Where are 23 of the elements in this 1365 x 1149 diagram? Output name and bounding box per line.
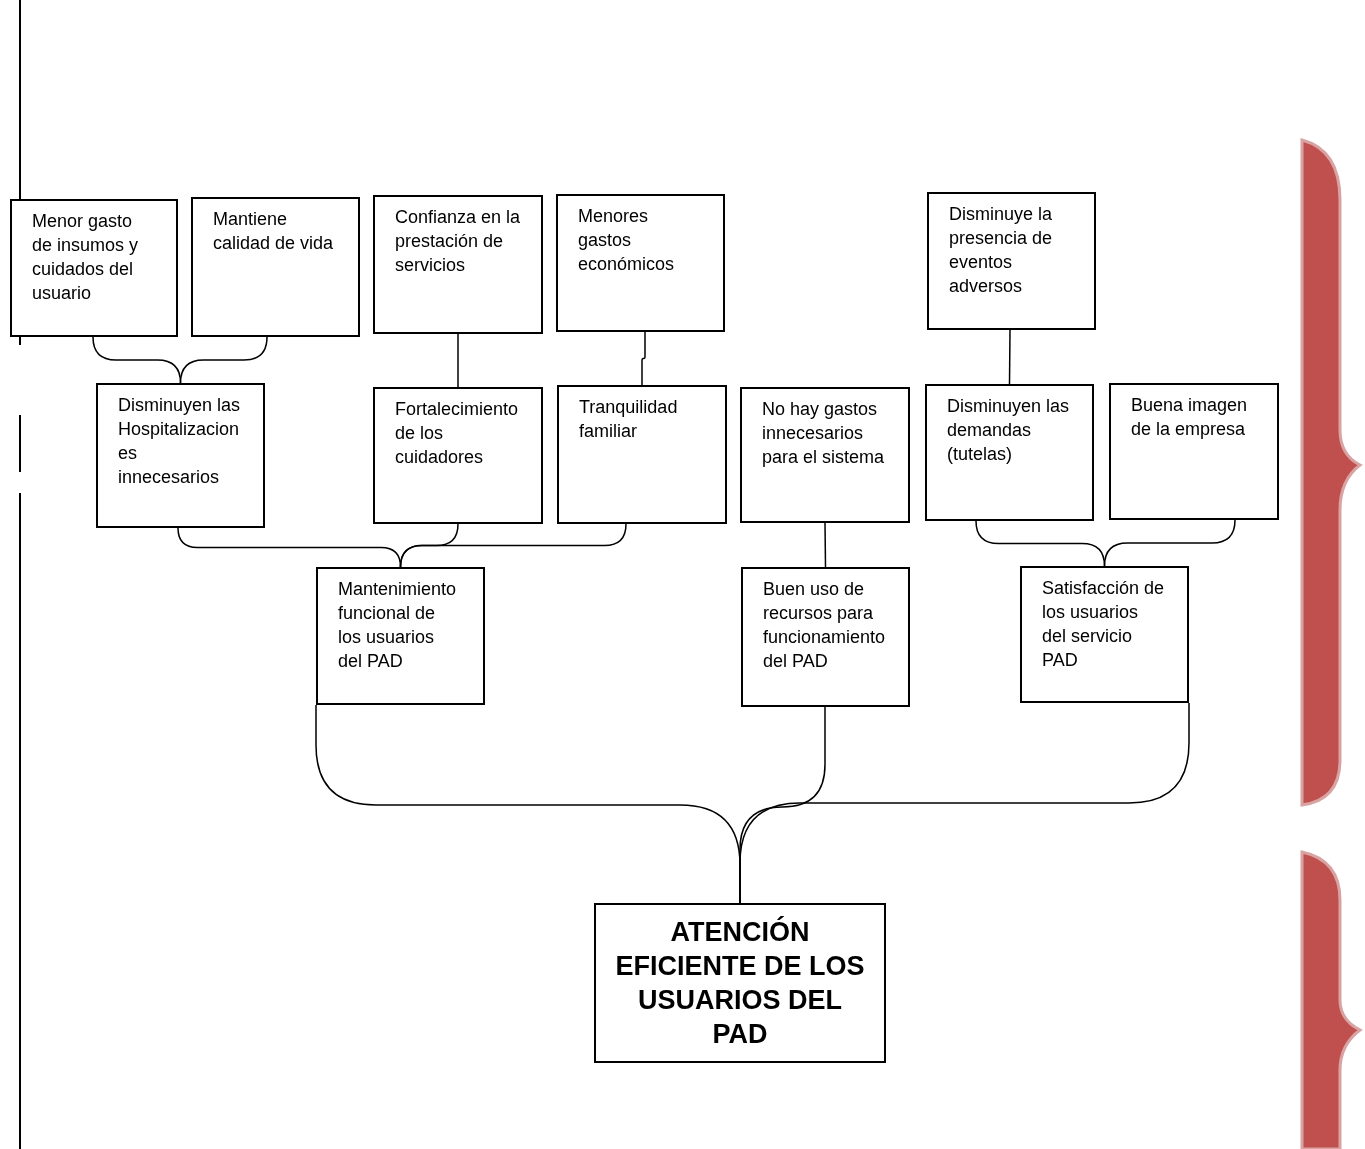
brace-connector [1008,329,1011,385]
result-box: ATENCIÓN EFICIENTE DE LOS USUARIOS DEL PAD [594,903,886,1063]
effect-box: Buen uso de recursos para funcionamiento del PAD [741,567,910,707]
effect-box: Buena imagen de la empresa [1109,383,1279,520]
brace-connector [641,331,646,386]
effect-box: Satisfacción de los usuarios del servicio PAD [1020,566,1189,703]
brace-connector [399,523,627,568]
brace-connector [824,522,827,568]
effect-box: Disminuye la presencia de eventos adversos [927,192,1096,330]
effect-box: Disminuyen las demandas (tutelas) [925,384,1094,521]
effect-box: No hay gastos innecesarios para el sistema [740,387,910,523]
brace-connector [1103,519,1236,567]
brace-connector [179,336,268,384]
effect-box: Menor gasto de insumos y cuidados del usuario [10,199,178,337]
effect-box: Mantenimiento funcional de los usuarios del PAD [316,567,485,705]
effect-box: Tranquilidad familiar [557,385,727,524]
brace-connector [457,333,459,388]
effect-box: Disminuyen las Hospitalizaciones innecesarios [96,383,265,528]
effect-box: Menores gastos económicos [556,194,725,332]
brace-connector [739,702,1190,904]
effect-box: Mantiene calidad de vida [191,197,360,337]
effect-box: Fortalecimiento de los cuidadores [373,387,543,524]
effect-box: Confianza en la prestación de servicios [373,195,543,334]
